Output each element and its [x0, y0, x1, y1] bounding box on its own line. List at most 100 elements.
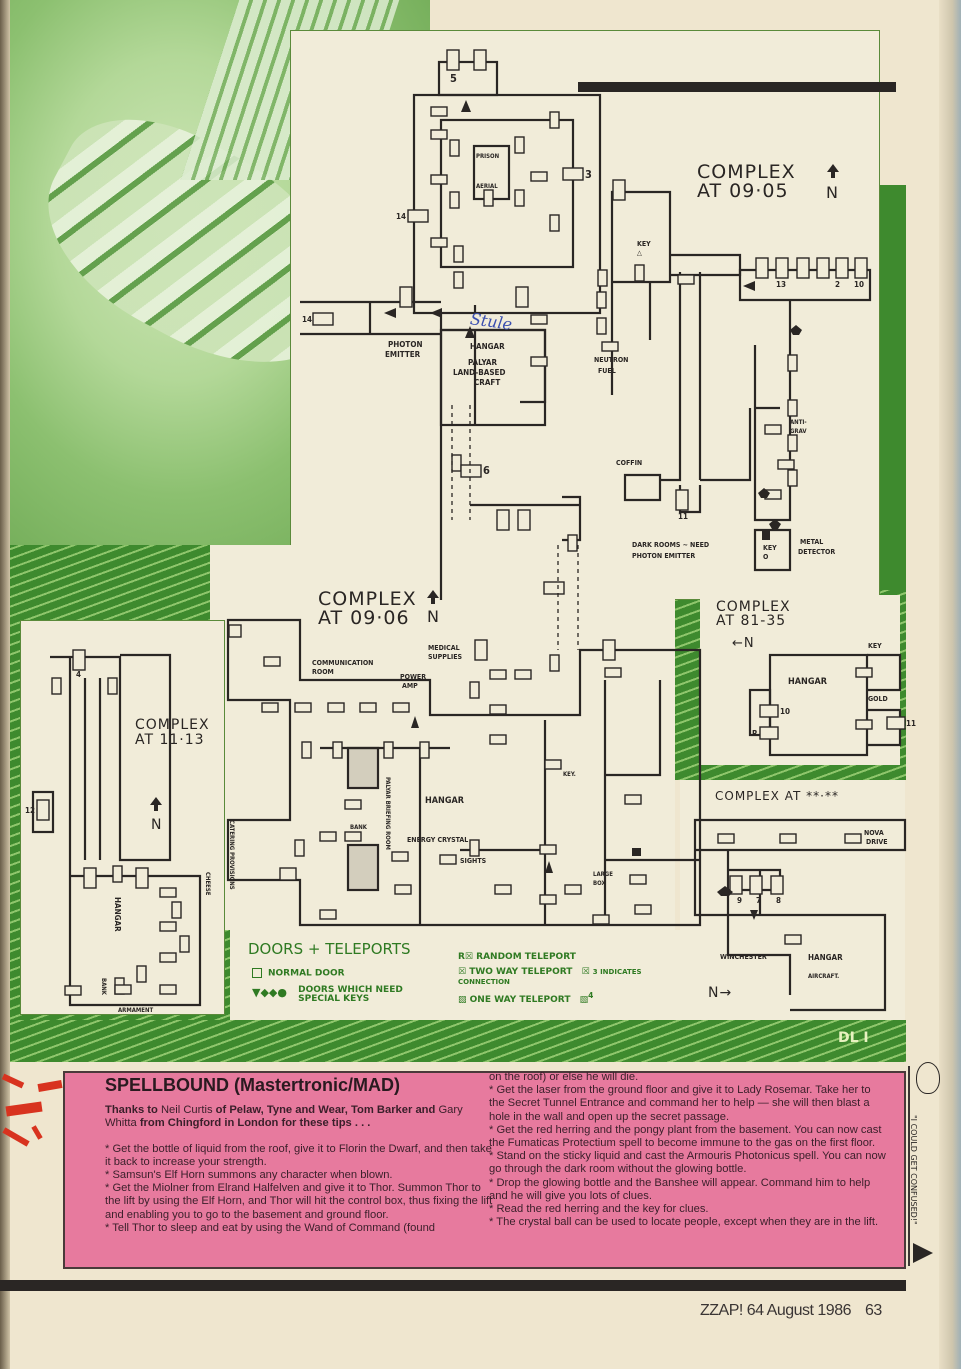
one-way-teleport-icon: ▧ — [458, 995, 470, 1005]
label-land-based: LAND-BASED — [453, 368, 506, 377]
complex-unknown-north: N→ — [708, 985, 733, 1001]
margin-quote: "I COULD GET CONFUSED!" — [909, 1115, 918, 1225]
complex-1113-title-line2: AT 11·13 — [135, 732, 205, 748]
teleport-num: 3 — [585, 168, 592, 181]
label-metal: METAL — [800, 538, 824, 546]
tip-item: * Drop the glowing bottle and the Banshe… — [489, 1176, 871, 1202]
label-anti-grav: ANTI-GRAV — [790, 419, 807, 435]
tips-box: SPELLBOUND (Mastertronic/MAD) Thanks to … — [63, 1071, 906, 1269]
legend-special-2: SPECIAL KEYS — [298, 994, 370, 1004]
label-sights: SIGHTS — [460, 857, 487, 865]
credits-name: Gary Whitta — [105, 1104, 463, 1130]
complex-unknown-title: COMPLEX AT **·** — [715, 789, 839, 803]
north-arrow-0905 — [827, 164, 839, 178]
complex-8135-title: COMPLEX AT 81-35 — [716, 600, 791, 628]
tip-item: * Get the Miolner from Elrand Halfelven … — [105, 1182, 493, 1221]
teleport-num: 11 — [906, 719, 917, 728]
tip-item: * Samsun's Elf Horn summons any characte… — [105, 1169, 393, 1182]
tip-item: * Get the laser from the ground floor an… — [489, 1084, 871, 1123]
map-background-right — [880, 185, 906, 595]
label-gold: GOLD — [868, 695, 888, 703]
label-box: BOX — [593, 880, 606, 887]
splash-shard — [5, 1101, 43, 1117]
panel-0906 — [210, 545, 675, 930]
teleport-num: 14 — [396, 212, 407, 221]
teleport-num: 4 — [76, 670, 82, 679]
label-communication: COMMUNICATION — [312, 659, 374, 667]
page-right-edge — [939, 0, 961, 1369]
complex-1113-title: COMPLEX AT 11·13 — [135, 718, 210, 748]
legend-two-way: ☒ TWO WAY TELEPORT ☒ 3 INDICATES CONNECT… — [458, 967, 680, 987]
label-cheese: CHEESE — [204, 872, 211, 896]
label-palyar: PALYAR — [468, 358, 498, 367]
complex-0906-title: COMPLEX AT 09·06 — [318, 590, 417, 628]
artist-signature: DL I — [838, 1030, 869, 1046]
legend-random-teleport: R☒ RANDOM TELEPORT — [458, 952, 576, 962]
complex-8135-title-line1: COMPLEX — [716, 599, 791, 615]
one-way-num-icon: ▧ — [579, 995, 589, 1005]
credits-name: Neil Curtis — [160, 1104, 213, 1117]
complex-0905-title-line2: AT 09·05 — [697, 180, 789, 202]
splash-shard — [31, 1125, 43, 1140]
header-rule — [578, 82, 896, 92]
label-hangar-8135: HANGAR — [788, 677, 827, 687]
tip-item: * Tell Thor to sleep and eat by using th… — [105, 1221, 436, 1234]
label-hangar-1113: HANGAR — [113, 897, 122, 932]
complex-8135-title-line2: AT 81-35 — [716, 613, 787, 629]
label-key-triangle: KEY △ — [637, 240, 651, 257]
label-amp: AMP — [402, 682, 418, 690]
legend-normal-door-label: NORMAL DOOR — [268, 968, 345, 979]
tip-item: * Stand on the sticky liquid and cast th… — [489, 1150, 886, 1176]
complex-0905-north: N — [826, 183, 839, 202]
north-arrow-0906 — [427, 590, 439, 604]
legend-normal-door: NORMAL DOOR — [252, 968, 345, 979]
label-hangar-0905: HANGAR — [470, 342, 505, 351]
teleport-num: 6 — [483, 464, 490, 477]
label-dark-rooms: DARK ROOMS ~ NEED — [632, 541, 710, 549]
legend-title: DOORS + TELEPORTS — [248, 940, 411, 958]
teleport-num: 5 — [450, 72, 457, 85]
complex-0905-title: COMPLEX AT 09·05 — [697, 163, 796, 201]
panel-0905 — [290, 30, 880, 600]
complex-0905-title-line1: COMPLEX — [697, 161, 796, 183]
legend-special-doors: ▼◆◆● DOORS WHICH NEED SPECIAL KEYS — [252, 986, 403, 1004]
two-way-teleport-icon: ☒ — [458, 967, 470, 977]
tip-item: * Get the red herring and the pongy plan… — [489, 1123, 882, 1150]
legend-two-way-label: TWO WAY TELEPORT — [469, 967, 573, 977]
hangar-palyar — [439, 328, 547, 427]
complex-0906-title-line1: COMPLEX — [318, 588, 417, 610]
label-key-8135: KEY — [868, 642, 882, 650]
label-aerial: AERIAL — [476, 183, 498, 190]
label-large: LARGE — [593, 871, 613, 878]
splash-shard — [2, 1127, 30, 1147]
tip-item: * The crystal ball can be used to locate… — [489, 1216, 879, 1229]
legend-special-1: DOORS WHICH NEED — [298, 985, 403, 995]
legend-connection-label: 3 INDICATES CONNECTION — [458, 968, 642, 986]
tips-right-column: on the roof) or else he will die. * Get … — [489, 1071, 889, 1229]
label-prison: PRISON — [476, 153, 500, 160]
label-winchester: WINCHESTER — [720, 953, 767, 961]
label-fuel: FUEL — [598, 367, 616, 375]
label-key-0906: KEY. — [563, 771, 576, 778]
bee-doodle-icon — [916, 1062, 940, 1094]
complex-1113-north: N — [151, 817, 163, 833]
normal-door-icon — [252, 968, 262, 978]
label-key-circle: KEY O — [763, 544, 777, 561]
credits-part: from Chingford in London for these tips … — [136, 1117, 371, 1130]
connection-icon: ☒ — [581, 967, 593, 977]
teleport-num: 8 — [776, 896, 782, 905]
label-energy-crystal: ENERGY CRYSTAL — [407, 836, 469, 844]
label-neutron: NEUTRON — [594, 356, 629, 364]
prison-block-outer — [412, 93, 602, 315]
complex-1113-title-line1: COMPLEX — [135, 717, 210, 733]
legend-one-way-label: ONE WAY TELEPORT — [469, 995, 571, 1005]
label-supplies: SUPPLIES — [428, 653, 463, 661]
teleport-num: 9 — [737, 896, 743, 905]
teleport-num: 14 — [302, 315, 313, 324]
tip-item: * Read the red herring and the key for c… — [489, 1203, 709, 1216]
teleport-num: 10 — [780, 707, 791, 716]
continue-arrow-icon — [913, 1243, 933, 1263]
north-arrow-1113 — [150, 797, 162, 811]
label-photon-emitter-need: PHOTON EMITTER — [632, 552, 696, 560]
page-number: 63 — [865, 1302, 882, 1319]
